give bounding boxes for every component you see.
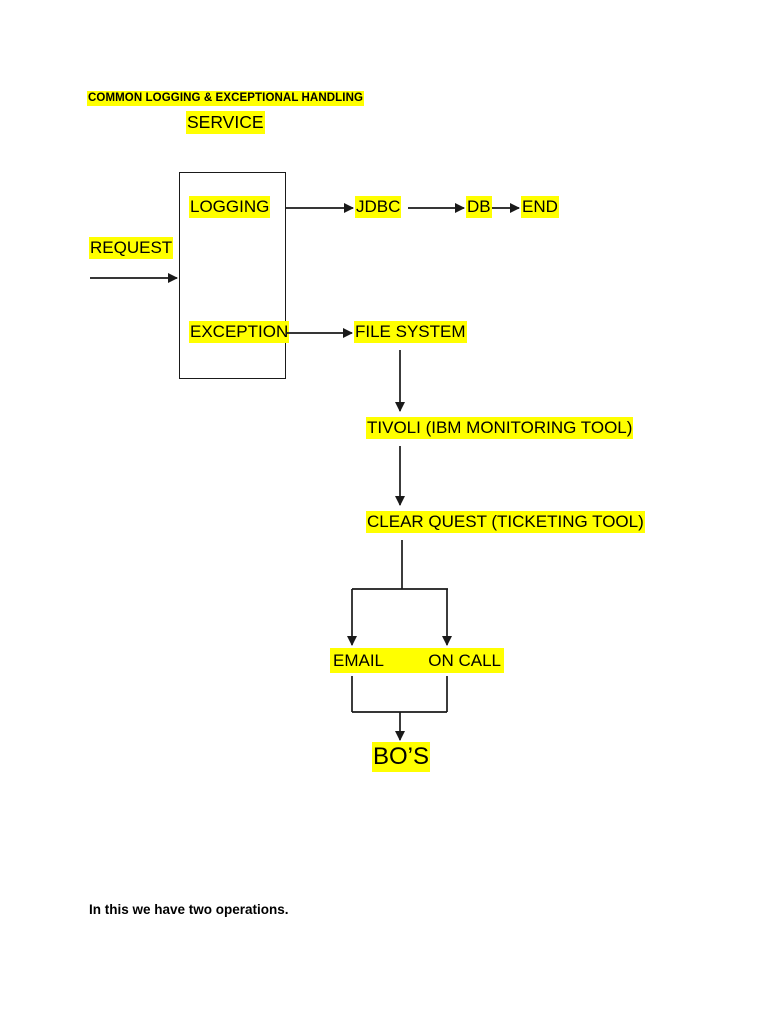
jdbc-node: JDBC	[355, 196, 402, 218]
page-title-line-1: COMMON LOGGING & EXCEPTIONAL HANDLING	[87, 91, 365, 106]
exception-node: EXCEPTION	[189, 321, 290, 343]
bos-label: BO’S	[372, 742, 431, 772]
bos-node: BO’S	[372, 742, 431, 772]
email-label: EMAIL	[333, 650, 385, 670]
tivoli-label: TIVOLI (IBM MONITORING TOOL)	[366, 417, 634, 439]
exception-label: EXCEPTION	[189, 321, 290, 343]
on-call-label: ON CALL	[428, 650, 501, 670]
logging-node: LOGGING	[189, 196, 271, 218]
request-label: REQUEST	[89, 237, 174, 259]
page-title-line-2: SERVICE	[186, 111, 265, 134]
clear-quest-label: CLEAR QUEST (TICKETING TOOL)	[366, 511, 645, 533]
end-label: END	[521, 196, 559, 218]
logging-label: LOGGING	[189, 196, 271, 218]
jdbc-label: JDBC	[355, 196, 402, 218]
file-system-node: FILE SYSTEM	[354, 321, 467, 343]
page-title-line-1-text: COMMON LOGGING & EXCEPTIONAL HANDLING	[87, 91, 365, 106]
clear-quest-node: CLEAR QUEST (TICKETING TOOL)	[366, 511, 645, 533]
notification-branch-bar: EMAIL ON CALL	[330, 648, 504, 673]
footer-note: In this we have two operations.	[89, 902, 289, 917]
page-title-line-2-text: SERVICE	[186, 111, 265, 134]
service-container-box	[179, 172, 286, 379]
request-node: REQUEST	[89, 237, 174, 259]
end-node: END	[521, 196, 559, 218]
tivoli-node: TIVOLI (IBM MONITORING TOOL)	[366, 417, 634, 439]
db-node: DB	[466, 196, 492, 218]
db-label: DB	[466, 196, 492, 218]
file-system-label: FILE SYSTEM	[354, 321, 467, 343]
